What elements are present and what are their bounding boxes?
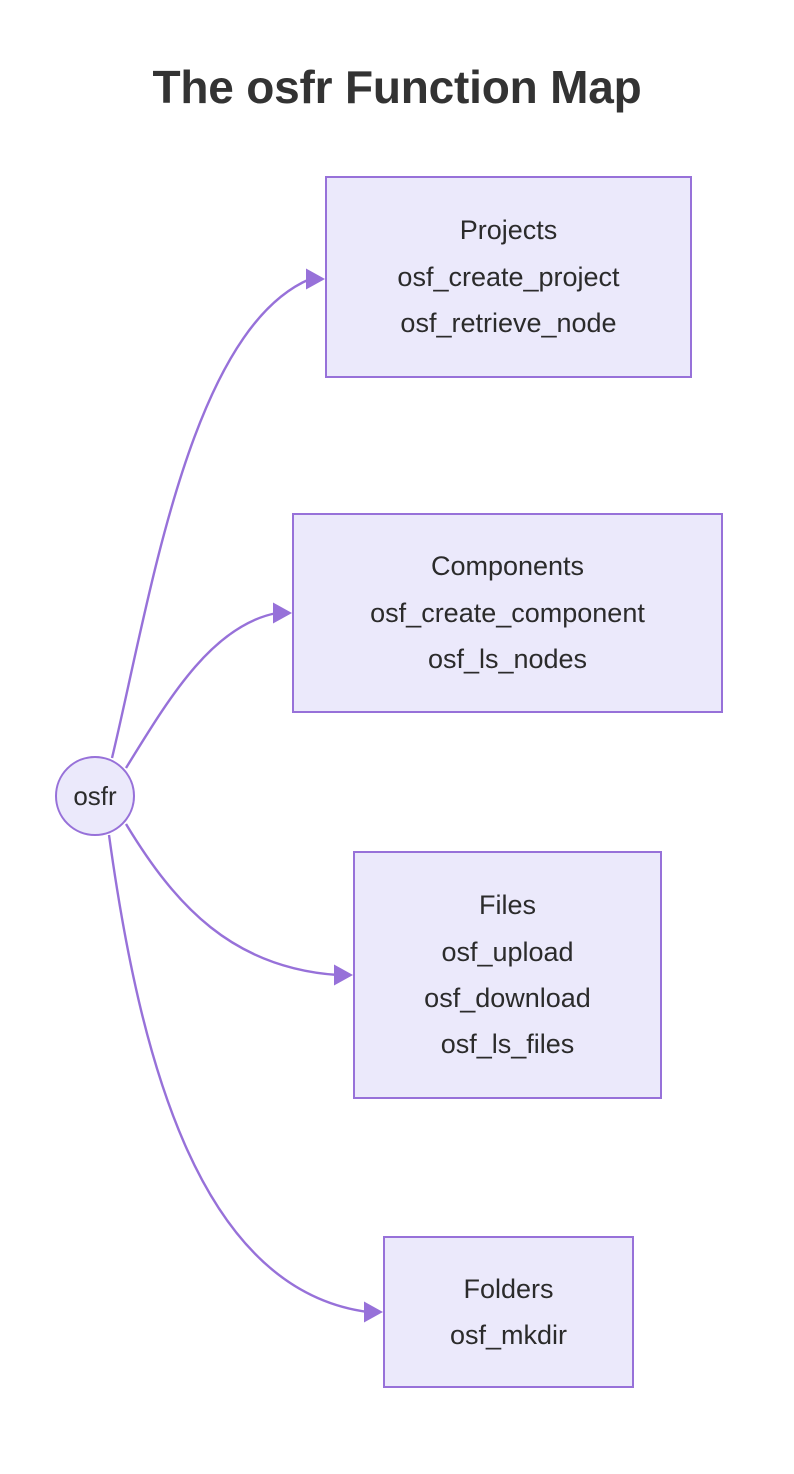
- node-components-line-2: osf_ls_nodes: [427, 644, 588, 675]
- edge-osfr-components-arrowhead: [273, 602, 292, 624]
- edge-osfr-folders-arrowhead: [364, 1301, 383, 1323]
- node-projects-line-2: osf_retrieve_node: [400, 308, 617, 339]
- node-projects[interactable]: Projects osf_create_project osf_retrieve_n…: [325, 176, 692, 378]
- edge-osfr-components: [124, 611, 278, 769]
- node-folders-line-1: osf_mkdir: [449, 1320, 568, 1350]
- node-folders-line-0: Folders: [463, 1273, 554, 1304]
- node-files[interactable]: Files osf_upload osf_download osf_ls_files: [353, 851, 662, 1099]
- edges-group: [107, 268, 383, 1323]
- node-components-line-1: osf_create_component: [370, 597, 645, 628]
- edge-osfr-projects: [110, 277, 311, 759]
- node-projects-line-0: Projects: [459, 215, 558, 246]
- edge-osfr-projects-arrowhead: [306, 268, 325, 290]
- edge-osfr-folders: [107, 834, 369, 1314]
- node-files-line-2: osf_download: [424, 983, 591, 1013]
- node-folders[interactable]: Folders osf_mkdir: [383, 1236, 634, 1388]
- node-projects-line-1: osf_create_project: [397, 261, 620, 292]
- node-files-line-1: osf_upload: [441, 936, 574, 967]
- node-files-line-0: Files: [478, 890, 536, 921]
- node-osfr[interactable]: osfr: [55, 756, 135, 836]
- node-files-line-3: osf_ls_files: [440, 1029, 575, 1060]
- edge-osfr-files-arrowhead: [334, 964, 353, 986]
- page-title: The osfr Function Map: [152, 61, 642, 113]
- node-components-line-0: Components: [430, 551, 585, 582]
- node-components[interactable]: Components osf_create_component osf_ls_nod…: [292, 513, 723, 713]
- edge-osfr-files: [124, 823, 339, 977]
- node-osfr-line-0: osfr: [73, 780, 117, 811]
